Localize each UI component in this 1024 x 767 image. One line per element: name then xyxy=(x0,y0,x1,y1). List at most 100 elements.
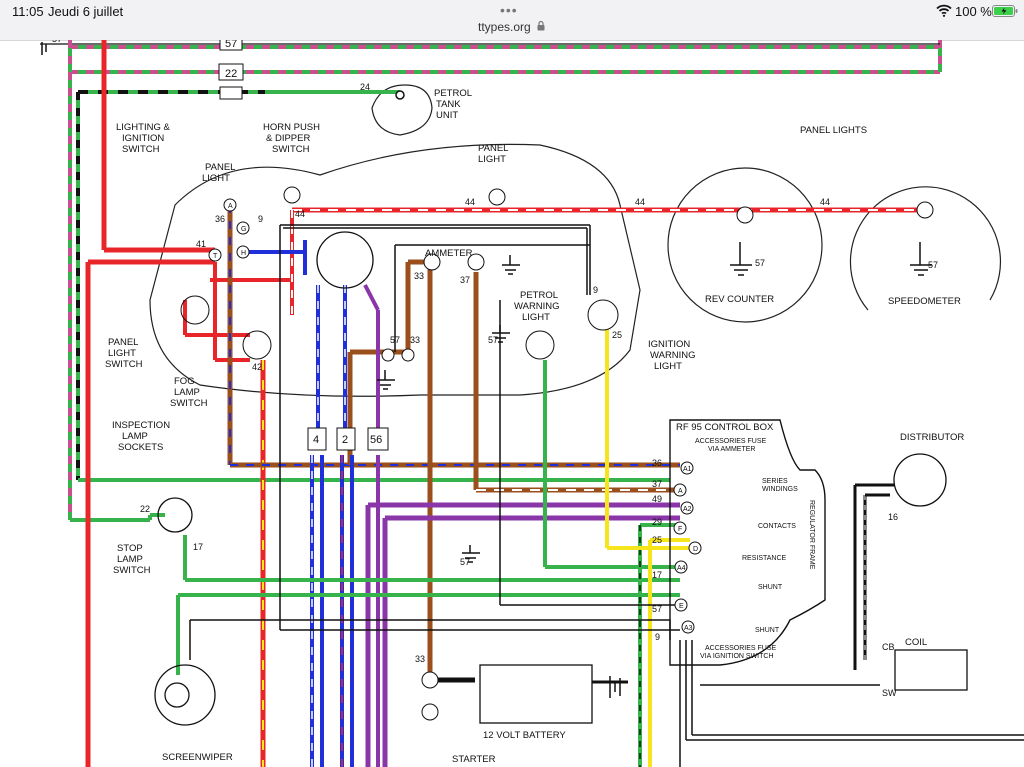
wire-4-box: 4 xyxy=(313,434,319,446)
label-ammeter: AMMETER xyxy=(425,248,473,259)
label-starter: STARTER xyxy=(452,754,496,765)
wire-49-cb: 49 xyxy=(652,494,662,504)
wire-56-box: 56 xyxy=(370,434,382,446)
label-battery: 12 VOLT BATTERY xyxy=(483,730,566,741)
diagram-labels: PETROL TANK UNIT LIGHTING & IGNITION SWI… xyxy=(105,88,964,765)
label-series-2: WINDINGS xyxy=(762,486,798,493)
label-ignition-warning-2: WARNING xyxy=(650,350,696,361)
status-bar: 11:05 Jeudi 6 juillet ••• ttypes.org 100… xyxy=(0,0,1024,41)
battery-icon xyxy=(992,5,1018,17)
label-contacts: CONTACTS xyxy=(758,523,796,530)
label-petrol-tank-2: TANK xyxy=(436,99,461,110)
wire-33-starter: 33 xyxy=(415,654,425,664)
label-horn-push-3: SWITCH xyxy=(272,144,310,155)
terminal-A3: A3 xyxy=(684,625,693,632)
label-petrol-warning-1: PETROL xyxy=(520,290,558,301)
wire-36-cb: 36 xyxy=(652,458,662,468)
wire-57-inspection: 57 xyxy=(390,335,400,345)
wire-44-a: 44 xyxy=(295,209,305,219)
label-shunt-a: SHUNT xyxy=(758,584,783,591)
label-resistance: RESISTANCE xyxy=(742,555,787,562)
terminal-H: H xyxy=(241,250,246,257)
wire-22-stop: 22 xyxy=(140,504,150,514)
label-inspection-1: INSPECTION xyxy=(112,420,170,431)
wire-17-cb: 17 xyxy=(652,570,662,580)
label-acc-fuse-ign-1: ACCESSORIES FUSE xyxy=(705,645,777,652)
wire-57-speedo: 57 xyxy=(928,260,938,270)
wire-2-box: 2 xyxy=(342,434,348,446)
label-petrol-warning-3: LIGHT xyxy=(522,312,550,323)
label-panel-light-center-2: LIGHT xyxy=(478,154,506,165)
terminal-A-switch: A xyxy=(228,203,233,210)
label-fog-lamp-1: FOG xyxy=(174,376,195,387)
petrol-tank-unit-gauge xyxy=(371,84,433,136)
label-series-1: SERIES xyxy=(762,478,788,485)
speedometer-gauge xyxy=(849,186,1002,311)
rev-counter-gauge xyxy=(667,167,823,323)
wire-9-cb: 9 xyxy=(655,632,660,642)
label-horn-push-2: & DIPPER xyxy=(266,133,310,144)
wire-9: 9 xyxy=(258,214,263,224)
terminal-letters: A1 A A2 F D A4 E A3 T H G A xyxy=(213,203,698,632)
wire-57-rev: 57 xyxy=(755,258,765,268)
label-inspection-2: LAMP xyxy=(122,431,148,442)
terminal-G: G xyxy=(241,226,246,233)
wire-33-ammeter: 33 xyxy=(414,271,424,281)
wire-numbers: 57 57 22 24 44 44 44 44 36 9 41 42 33 37… xyxy=(52,40,938,664)
wire-22-fuse: 22 xyxy=(225,68,237,80)
label-petrol-warning-2: WARNING xyxy=(514,301,560,312)
wire-25-ign: 25 xyxy=(612,330,622,340)
address-url[interactable]: ttypes.org xyxy=(478,20,531,34)
label-screenwiper: SCREENWIPER xyxy=(162,752,233,763)
label-petrol-tank-1: PETROL xyxy=(434,88,472,99)
battery-percent: 100 % xyxy=(955,4,992,19)
label-panel-light-left-2: LIGHT xyxy=(202,173,230,184)
terminal-E: E xyxy=(679,603,684,610)
wifi-icon xyxy=(936,4,952,17)
label-panel-light-center-1: PANEL xyxy=(478,143,508,154)
clock: 11:05 xyxy=(12,4,44,19)
terminal-A4: A4 xyxy=(677,565,686,572)
wire-44-b: 44 xyxy=(465,197,475,207)
terminal-A1: A1 xyxy=(683,466,692,473)
label-control-box: RF 95 CONTROL BOX xyxy=(676,422,774,433)
label-fog-lamp-3: SWITCH xyxy=(170,398,208,409)
label-acc-fuse-ammeter-2: VIA AMMETER xyxy=(708,446,755,453)
wire-57-ground: 57 xyxy=(460,557,470,567)
label-acc-fuse-ign-2: VIA IGNITION SWITCH xyxy=(700,653,774,660)
terminal-F: F xyxy=(678,526,682,533)
wire-41: 41 xyxy=(196,239,206,249)
terminal-T: T xyxy=(213,253,218,260)
wire-33-inspection: 33 xyxy=(410,335,420,345)
label-cb: CB xyxy=(882,642,895,652)
label-fog-lamp-2: LAMP xyxy=(174,387,200,398)
dash-panel-outline xyxy=(149,143,641,397)
wire-57-petrol: 57 xyxy=(488,335,498,345)
label-panel-light-switch-1: PANEL xyxy=(108,337,138,348)
wiring-diagram: .w{fill:none;stroke-linecap:butt;stroke-… xyxy=(40,40,1024,767)
label-ignition-warning-1: IGNITION xyxy=(648,339,690,350)
label-speedometer: SPEEDOMETER xyxy=(888,296,961,307)
wire-harness xyxy=(40,40,1024,767)
wire-25-cb: 25 xyxy=(652,535,662,545)
terminal-D: D xyxy=(693,546,698,553)
label-shunt-b: SHUNT xyxy=(755,627,780,634)
label-petrol-tank-3: UNIT xyxy=(436,110,458,121)
wire-57-cb: 57 xyxy=(652,604,662,614)
label-panel-light-switch-2: LIGHT xyxy=(108,348,136,359)
label-lighting-switch-3: SWITCH xyxy=(122,144,160,155)
connector-boxes xyxy=(218,40,389,451)
date: Jeudi 6 juillet xyxy=(48,4,124,19)
label-regulator-frame: REGULATOR FRAME xyxy=(808,500,815,570)
more-dots-icon[interactable]: ••• xyxy=(500,2,518,18)
label-panel-light-switch-3: SWITCH xyxy=(105,359,143,370)
wire-44-c: 44 xyxy=(635,197,645,207)
wire-36: 36 xyxy=(215,214,225,224)
wire-44-d: 44 xyxy=(820,197,830,207)
wire-24: 24 xyxy=(360,82,370,92)
label-stop-lamp-3: SWITCH xyxy=(113,565,151,576)
label-lighting-switch-2: IGNITION xyxy=(122,133,164,144)
wire-17-stop: 17 xyxy=(193,542,203,552)
label-horn-push-1: HORN PUSH xyxy=(263,122,320,133)
label-ignition-warning-3: LIGHT xyxy=(654,361,682,372)
